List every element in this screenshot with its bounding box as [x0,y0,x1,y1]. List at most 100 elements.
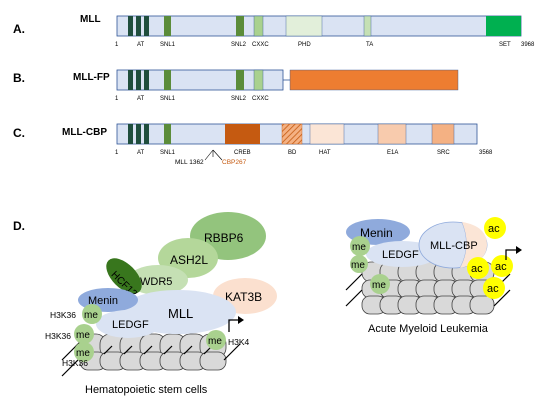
mllfp-snl2-box [236,70,244,90]
mllcbp-src-label: SRC [437,150,450,156]
hsc-transcription-arrow [228,319,240,332]
mllfp-cxxc-box [253,69,264,91]
mllcbp-snl1-box [164,124,171,144]
mllcbp-end: 3568 [479,150,493,156]
mllfp-snl1-box [164,70,171,90]
hsc-dna-strokes [61,341,241,377]
panel-a-letter: A. [13,22,25,36]
mllfp-snl1-label: SNL1 [160,96,176,102]
aml-ac-2-label: ac [471,263,483,275]
aml-ac-4-label: ac [487,283,499,295]
mll-cbp-right-half [460,222,487,268]
hsc-me-2-label: me [76,330,90,341]
mllfp-at-box-2 [136,70,141,90]
panel-c-name: MLL-CBP [62,127,107,138]
breakpoint-pointer-right [212,149,223,161]
panel-b-name: MLL-FP [73,72,110,83]
aml-menin-label: Menin [360,226,393,240]
rbbp6-label: RBBP6 [204,231,244,245]
hsc-me-4 [206,330,226,350]
mll-snl1-label: SNL1 [160,42,176,48]
hsc-caption: Hematopoietic stem cells [85,384,208,396]
breakpoint-pointer-left [204,149,214,161]
mllcbp-src-box [431,123,455,145]
mll-cbp-label: MLL-CBP [430,240,478,252]
aml-me-3-label: me [372,280,386,291]
mll-at-label: AT [137,42,145,48]
mllcbp-e1a-label: E1A [387,150,398,156]
mll-at-box-2 [136,16,141,36]
panel-c-letter: C. [13,126,25,140]
mll-set-box [486,16,521,36]
aml-ac-2 [467,257,489,279]
aml-me-1 [350,236,370,256]
panel-c: C. MLL-CBP 1 AT SNL1 CREB BD HAT E1A SRC… [13,123,493,166]
mll-cxxc-label: CXXC [252,42,269,48]
aml-ac-3 [491,255,513,277]
mllcbp-bd-label: BD [288,150,297,156]
breakpoint-cbp-label: CBP267 [222,159,247,166]
kat3b-label: KAT3B [225,290,262,304]
mllcbp-e1a-box [377,123,407,145]
hsc-transcription-arrowhead [238,316,244,324]
hsc-me-1-label: me [84,310,98,321]
hsc-nucleosomes [79,333,227,371]
hsc-me-3-label: me [76,348,90,359]
aml-transcription-arrow [505,249,518,260]
panel-a-name: MLL [80,14,101,25]
ash2l-label: ASH2L [170,253,208,267]
aml-caption: Acute Myeloid Leukemia [368,323,489,335]
aml-transcription-arrowhead [516,246,522,254]
mllfp-cxxc-label: CXXC [252,96,269,102]
mllcbp-snl1-label: SNL1 [160,150,176,156]
mll-at-box-1 [128,16,133,36]
mllcbp-at-label: AT [137,150,145,156]
mll-ta-label: TA [366,42,373,48]
aml-me-2 [350,255,368,273]
panel-d: D. [13,212,522,396]
mll-ellipse-label: MLL [168,306,193,321]
mllcbp-creb-box [225,124,260,144]
ledgf-ellipse [96,310,160,338]
hsc-me-3 [74,342,94,362]
h3k4-label: H3K4 [228,337,250,347]
mllcbp-creb-label: CREB [234,150,251,156]
mll-snl2-label: SNL2 [231,42,247,48]
wdr5-label: WDR5 [140,276,172,288]
mllfp-at-box-1 [128,70,133,90]
aml-diagram: Menin LEDGF MLL-CBP me me me ac ac ac ac… [345,217,522,335]
mllcbp-hat-box [309,123,345,145]
mllcbp-hat-label: HAT [319,150,331,156]
hcf12-ellipse [106,258,142,294]
aml-ac-1 [484,217,506,239]
aml-ledgf-label: LEDGF [382,249,419,261]
hsc-me-4-label: me [208,336,222,347]
h3k36-label-1: H3K36 [50,310,76,320]
mllcbp-start: 1 [115,150,119,156]
mll-start: 1 [115,42,119,48]
hsc-me-2 [74,324,94,344]
aml-ac-3-label: ac [495,261,507,273]
hsc-diagram: RBBP6 ASH2L WDR5 HCF12 KAT3B MLL Menin L… [45,212,277,396]
menin-label: Menin [88,295,118,307]
mllfp-start: 1 [115,96,119,102]
panel-d-letter: D. [13,219,25,233]
mll-phd-box [285,15,323,37]
mll-snl2-box [236,16,244,36]
mll-phd-label: PHD [298,42,311,48]
wdr5-ellipse [128,265,188,295]
aml-me-3 [370,274,390,294]
ledgf-label: LEDGF [112,319,149,331]
mllfp-at-box-3 [144,70,149,90]
mllcbp-at-box-1 [128,124,133,144]
panel-a: A. MLL 1 AT SNL1 SNL2 CXXC PHD TA SET 39… [13,14,535,48]
h3k36-label-2: H3K36 [45,331,71,341]
mll-set-label: SET [499,42,511,48]
mll-at-box-3 [144,16,149,36]
mll-end: 3968 [521,42,535,48]
hsc-me-1 [82,304,102,324]
mllcbp-at-box-2 [136,124,141,144]
aml-ac-1-label: ac [488,223,500,235]
mllfp-at-label: AT [137,96,145,102]
